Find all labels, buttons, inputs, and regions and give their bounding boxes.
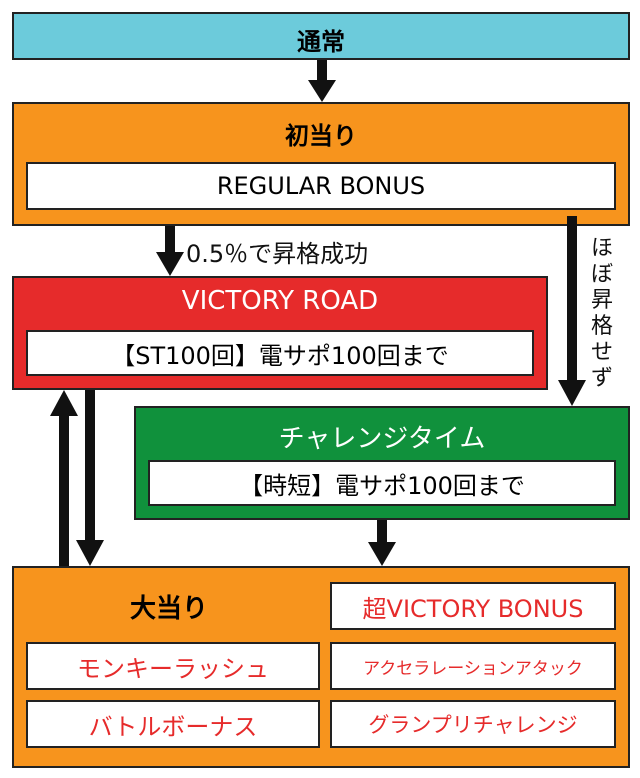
arrow-normal-to-first-hit (308, 60, 336, 102)
vertical-char: せ (590, 340, 613, 365)
victory-road-label: VICTORY ROAD (181, 286, 379, 316)
challenge-time-detail-box: 【時短】電サポ100回まで (148, 460, 616, 506)
vertical-char: 昇 (590, 288, 613, 313)
normal-state-box: 通常 (12, 12, 630, 60)
victory-road-box: VICTORY ROAD 【ST100回】電サポ100回まで (12, 276, 548, 390)
big-hit-box: 大当り 超VICTORY BONUS モンキーラッシュ アクセラレーションアタッ… (12, 566, 630, 768)
promotion-success-label: 0.5％で昇格成功 (186, 240, 369, 268)
battle-bonus-label: バトルボーナス (88, 712, 258, 741)
grand-prix-challenge-box: グランプリチャレンジ (330, 700, 616, 748)
arrow-big-hit-to-victory-road (50, 390, 78, 566)
grand-prix-challenge-label: グランプリチャレンジ (368, 713, 578, 737)
normal-state-label: 通常 (297, 28, 345, 56)
arrow-first-hit-to-victory-road (156, 226, 184, 276)
vertical-char: 格 (590, 314, 613, 339)
vertical-char: ぼ (590, 262, 613, 287)
first-hit-label: 初当り (285, 122, 357, 150)
regular-bonus-label: REGULAR BONUS (216, 172, 426, 200)
challenge-time-box: チャレンジタイム 【時短】電サポ100回まで (134, 406, 630, 520)
vertical-char: ほ (590, 236, 613, 261)
vertical-char: ず (590, 366, 613, 391)
arrow-challenge-time-to-big-hit (368, 520, 396, 566)
monkey-rush-box: モンキーラッシュ (26, 642, 320, 690)
big-hit-label: 大当り (129, 594, 208, 624)
acceleration-attack-box: アクセラレーションアタック (330, 642, 616, 690)
acceleration-attack-label: アクセラレーションアタック (363, 658, 583, 679)
arrow-victory-road-to-big-hit (76, 390, 104, 566)
super-victory-bonus-box: 超VICTORY BONUS (330, 582, 616, 630)
challenge-time-detail: 【時短】電サポ100回まで (239, 471, 525, 500)
first-hit-box: 初当り REGULAR BONUS (12, 102, 630, 226)
challenge-time-label: チャレンジタイム (278, 424, 486, 454)
regular-bonus-box: REGULAR BONUS (26, 162, 616, 210)
almost-no-promotion-label: ほ ぼ 昇 格 せ ず (587, 236, 617, 392)
victory-road-detail-box: 【ST100回】電サポ100回まで (26, 330, 534, 376)
arrow-first-hit-to-challenge-time (558, 216, 586, 406)
victory-road-detail: 【ST100回】電サポ100回まで (111, 341, 449, 370)
monkey-rush-label: モンキーラッシュ (77, 654, 269, 683)
super-victory-bonus-label: 超VICTORY BONUS (362, 594, 584, 623)
battle-bonus-box: バトルボーナス (26, 700, 320, 748)
